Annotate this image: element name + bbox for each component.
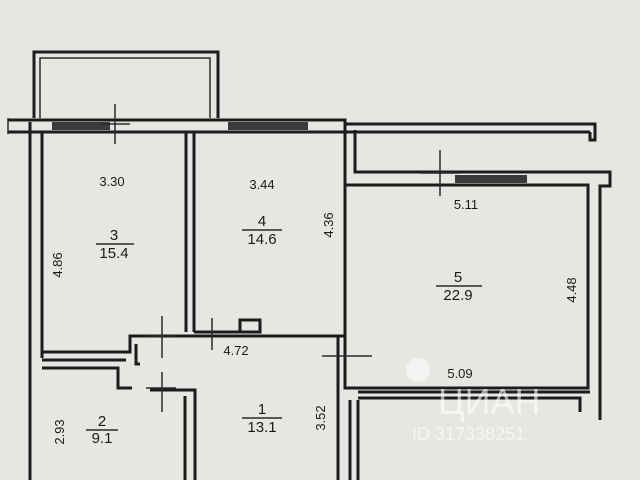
room-4-area: 14.6: [247, 231, 276, 248]
room-2-area: 9.1: [92, 430, 113, 447]
room-5-area: 22.9: [443, 287, 472, 304]
watermark-logo-icon: [406, 358, 430, 382]
room-1-area: 13.1: [247, 419, 276, 436]
watermark: ЦИАН ID 317338251: [406, 358, 541, 444]
outer-walls: [8, 118, 612, 480]
window-room-3: [52, 122, 110, 130]
room-1-number: 1: [258, 401, 266, 418]
room-5-number: 5: [454, 269, 462, 286]
room-5-width: 5.11: [454, 197, 478, 212]
room-4-number: 4: [258, 213, 266, 230]
room-3-number: 3: [110, 227, 118, 244]
top-balcony: [32, 50, 220, 118]
room-3-length: 4.86: [50, 252, 65, 277]
room-3-width: 3.30: [99, 174, 124, 189]
room-4-width: 3.44: [249, 177, 274, 192]
room-2-length: 2.93: [52, 419, 67, 444]
room-2-number: 2: [98, 413, 106, 430]
room-1-width: 4.72: [223, 343, 248, 358]
room-1-length: 3.52: [313, 405, 328, 430]
watermark-brand: ЦИАН: [438, 381, 541, 422]
tick-marks: [7, 104, 460, 412]
room-3-area: 15.4: [99, 245, 128, 262]
room-5-bottom: 5.09: [447, 366, 472, 381]
room-5-length: 4.48: [564, 277, 579, 302]
room-4-length: 4.36: [321, 212, 336, 237]
window-room-5: [455, 175, 527, 183]
watermark-id: ID 317338251: [412, 424, 525, 444]
window-room-4: [228, 122, 308, 130]
internal-walls: [42, 132, 590, 480]
